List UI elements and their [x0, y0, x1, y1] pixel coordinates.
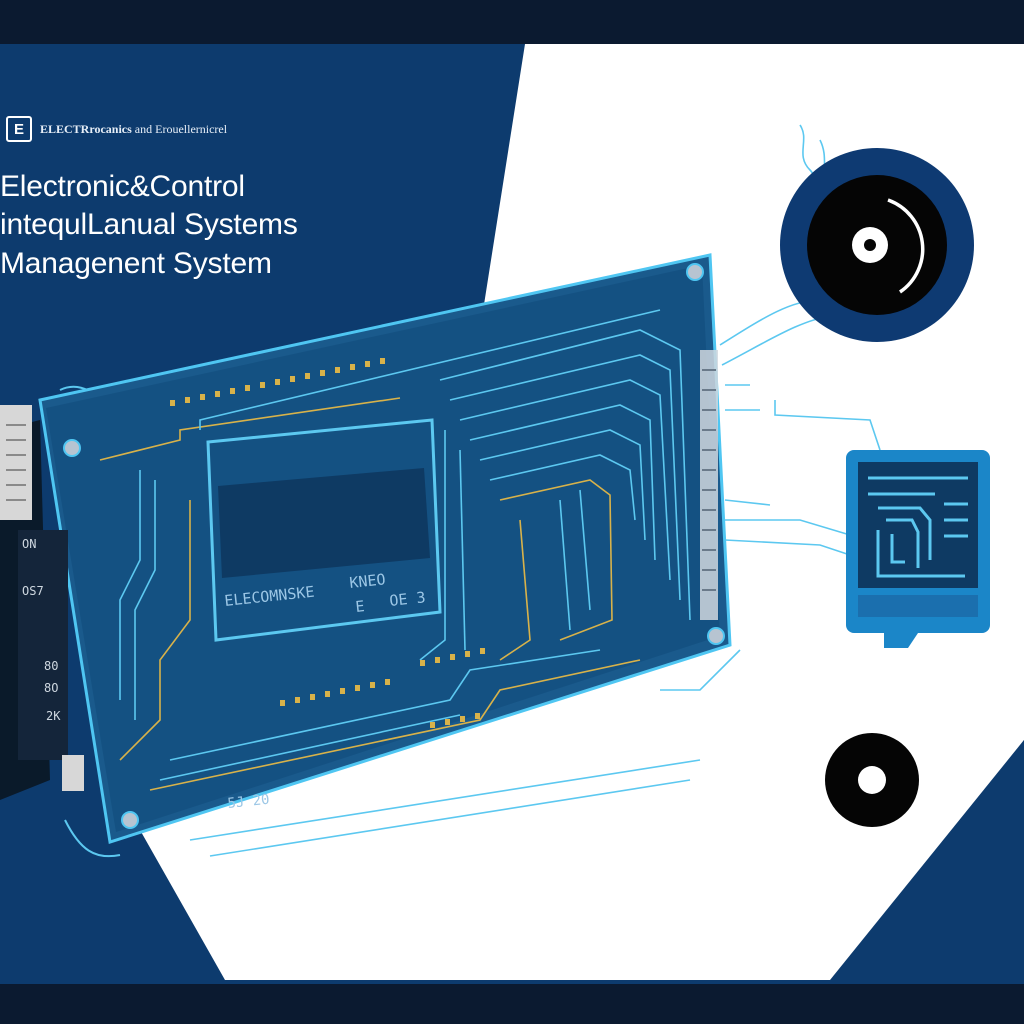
brand-name-bold: ELECTRrocanics [40, 121, 132, 136]
connector-wires [189, 124, 881, 857]
title-line-2: intequlLanual Systems [0, 208, 298, 242]
side-label-2: OS7 [22, 584, 44, 598]
disc-highlight [887, 198, 925, 294]
chip-text-3: E [355, 597, 366, 616]
small-disc-hub [858, 766, 886, 794]
wire [209, 779, 691, 857]
brand-name-rest: and Erouellernicrel [134, 121, 228, 136]
navy-corner [830, 740, 1024, 980]
chip-markings: ELECOMNSKE KNEO E OE 3 [224, 570, 427, 616]
title-line-3: Managenent System [0, 246, 272, 280]
title-line-1: Electronic&Control [0, 170, 245, 203]
circuit-board-illustration: ON OS7 80 8O 2K [0, 253, 732, 858]
top-letterbox [0, 0, 1024, 44]
screen-traces [868, 476, 968, 578]
pcb-traces [99, 309, 691, 791]
mount-holes [63, 263, 725, 829]
chip-text-2: KNEO [349, 570, 387, 592]
screen-base [858, 595, 978, 617]
side-label-4: 8O [44, 681, 58, 695]
board-cable [64, 819, 121, 858]
chip-text-4: OE 3 [389, 588, 427, 610]
wire [774, 400, 881, 451]
edge-connector [700, 350, 718, 620]
pin-row-top [170, 358, 385, 406]
edge-connector-pins [702, 369, 716, 591]
side-panel [18, 530, 68, 760]
dvi-port [0, 405, 32, 520]
usb-port [62, 755, 84, 791]
disc-hole [864, 239, 876, 251]
chip-outline [206, 418, 442, 642]
disc-icon [780, 148, 974, 342]
wire [725, 519, 851, 536]
screen-display [858, 462, 978, 588]
dvi-pins [6, 424, 26, 501]
pin-row-bottom [280, 648, 485, 728]
side-label-1: ON [22, 537, 36, 551]
bottom-marking: 5J 20 [227, 792, 271, 812]
side-label-3: 80 [44, 659, 58, 673]
wire [724, 499, 771, 506]
small-disc-icon [825, 733, 919, 827]
wire [660, 649, 741, 691]
brand: E ELECTRrocanics and Erouellernicrel [6, 116, 227, 142]
wire [724, 539, 851, 556]
brand-name: ELECTRrocanics and Erouellernicrel [40, 122, 227, 137]
side-label-5: 2K [46, 709, 61, 723]
page-title: Electronic&Control intequlLanual Systems… [0, 168, 298, 283]
screen-stand [884, 633, 918, 648]
side-labels: ON OS7 80 8O 2K [22, 537, 61, 723]
bottom-letterbox [0, 984, 1024, 1024]
brand-logo-icon: E [6, 116, 32, 142]
bottom-code: 5J 20 [227, 792, 271, 812]
wire [189, 759, 701, 841]
microchip-screen-icon [846, 450, 990, 648]
chip-core [218, 468, 430, 578]
